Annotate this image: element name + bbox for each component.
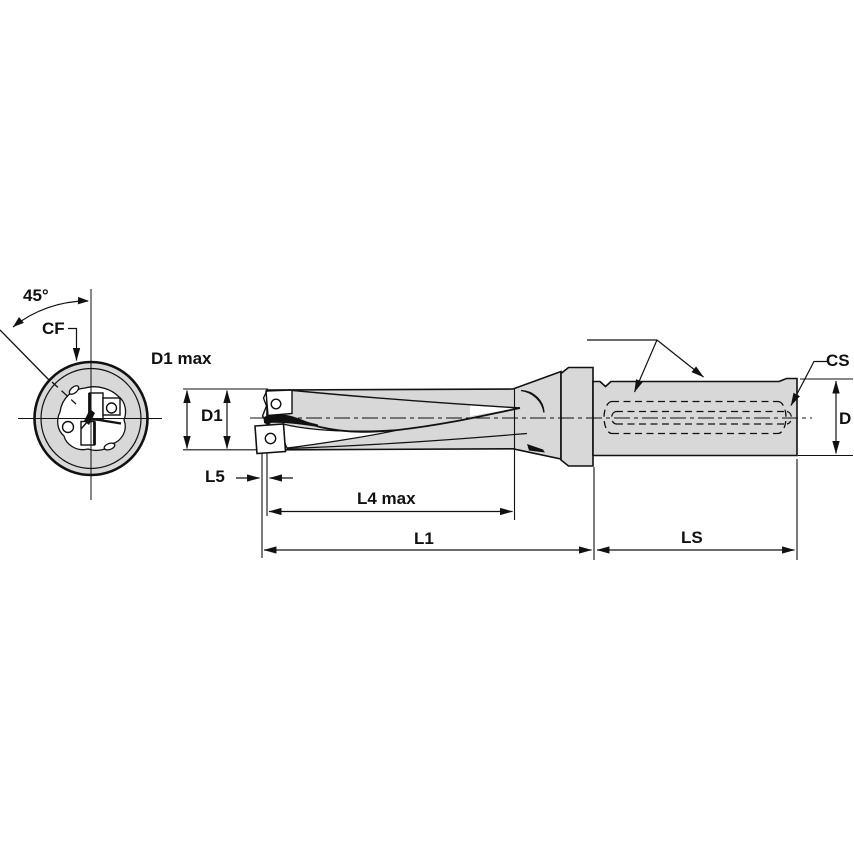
d1-max-label: D1 max xyxy=(151,349,212,368)
l5-label: L5 xyxy=(205,467,225,486)
drill-body xyxy=(266,370,562,460)
cs-label: CS xyxy=(826,351,850,370)
l1-label: L1 xyxy=(414,529,434,548)
d1-label: D1 xyxy=(201,406,223,425)
outer-insert-screw-hole xyxy=(264,432,277,445)
angle-45-annotation xyxy=(0,296,89,381)
drill-tip-inserts xyxy=(254,389,318,455)
cf-label: CF xyxy=(42,319,65,338)
extension-lines xyxy=(183,378,853,560)
side-view-drill xyxy=(250,366,812,520)
leader-shank-arrow-left xyxy=(633,339,658,393)
drill-shank xyxy=(592,377,798,457)
d-label: D xyxy=(839,409,852,428)
drill-collar xyxy=(560,366,594,467)
front-view xyxy=(0,289,162,500)
dimension-lines xyxy=(68,327,840,554)
angle-45-label: 45° xyxy=(23,286,49,305)
ls-label: LS xyxy=(681,528,703,547)
leader-cf xyxy=(68,327,81,362)
inner-insert-screw-hole xyxy=(270,398,282,410)
l4-max-label: L4 max xyxy=(357,489,416,508)
flute-runout-crescent xyxy=(520,389,545,413)
leader-shank-arrow-right xyxy=(656,339,704,378)
leader-cs xyxy=(790,360,827,406)
hidden-coolant-lines xyxy=(603,400,792,435)
